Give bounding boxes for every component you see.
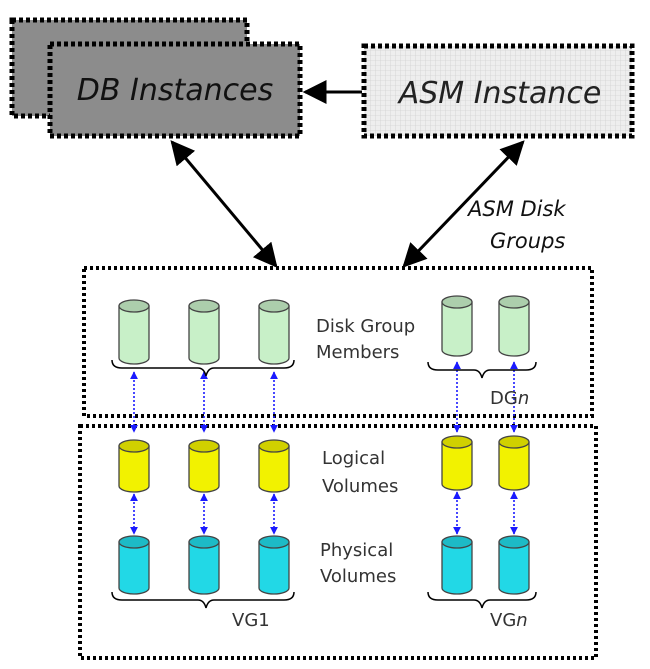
db-instances-label: DB Instances	[77, 73, 273, 108]
asm-disk-groups-label-line2: Groups	[490, 229, 565, 253]
logical-volume-cylinder-1-body	[118, 445, 150, 493]
disk-member-cylinder-3-body	[258, 305, 290, 365]
db-instance-front-box	[47, 41, 303, 139]
logical-volume-cylinder-2	[188, 439, 220, 493]
disk-member-cylinder-1-lid	[118, 299, 150, 313]
physical-volume-cylinder-2-lid	[188, 535, 220, 549]
asm-instance: ASM Instance	[361, 43, 635, 139]
asm-instance-box	[361, 43, 635, 139]
vgn-brace	[427, 591, 537, 609]
dgn-brace	[427, 361, 537, 379]
logical-volumes-label: Logical Volumes	[322, 448, 398, 497]
vgn-label-prefix: VG	[490, 610, 516, 631]
physical-volume-cylinder-2	[188, 535, 220, 595]
disk-member-cylinder-3-lid	[258, 299, 290, 313]
disk-group-members-line2: Members	[316, 342, 399, 363]
physical-volumes-label: Physical Volumes	[320, 540, 399, 587]
disk-group-members-label: Disk Group Members	[316, 316, 421, 363]
disk-member-cylinder-1	[118, 299, 150, 365]
asm-instance-label: ASM Instance	[397, 76, 602, 111]
logical-volume-cylinder-1-lid	[118, 439, 150, 453]
db-instances-stack: DB Instances	[9, 17, 303, 139]
logical-volume-cylinder-2-body	[188, 445, 220, 493]
physical-volume-cylinder-2-body	[188, 541, 220, 595]
disk-member-cylinder-2-lid	[188, 299, 220, 313]
logical-volume-cylinder-3	[258, 439, 290, 493]
disk-member-cylinder-1-body	[118, 305, 150, 365]
physical-volume-cylinder-1-body	[118, 541, 150, 595]
logical-volume-cylinder-5-body	[498, 441, 530, 491]
dgn-label: DGn	[490, 388, 529, 409]
asm-to-disk-groups-arrow	[402, 140, 525, 268]
logical-volume-cylinder-5-lid	[498, 435, 530, 449]
physical-volume-cylinder-5-body	[498, 541, 530, 595]
physical-volumes-line2: Volumes	[320, 566, 396, 587]
logical-volume-cylinder-5	[498, 435, 530, 491]
vg1-label: VG1	[232, 610, 270, 631]
volume-links	[130, 361, 518, 535]
asm-disk-groups-label-line1: ASM Disk	[466, 197, 566, 221]
dgn-label-suffix: n	[518, 388, 529, 409]
disk-member-cylinder-4-lid	[441, 295, 473, 309]
logical-volume-cylinder-3-lid	[258, 439, 290, 453]
physical-volume-cylinder-3-body	[258, 541, 290, 595]
vgn-label: VGn	[490, 610, 528, 631]
volume-group-box	[78, 424, 598, 660]
disk-member-cylinder-5-lid	[498, 295, 530, 309]
physical-volume-cylinder-1	[118, 535, 150, 595]
physical-volume-cylinder-5	[498, 535, 530, 595]
disk-member-cylinder-3	[258, 299, 290, 365]
physical-volume-cylinder-3	[258, 535, 290, 595]
disk-cylinders	[118, 295, 530, 595]
vg1-members-brace	[111, 359, 295, 377]
logical-volumes-line1: Logical	[322, 448, 385, 469]
logical-volume-cylinder-4	[441, 435, 473, 491]
logical-volume-cylinder-4-body	[441, 441, 473, 491]
disk-member-cylinder-5-body	[498, 301, 530, 357]
disk-group-box	[82, 266, 594, 418]
physical-volume-cylinder-4-lid	[441, 535, 473, 549]
logical-volume-cylinder-3-body	[258, 445, 290, 493]
disk-member-cylinder-4	[441, 295, 473, 357]
physical-volumes-line1: Physical	[320, 540, 393, 561]
disk-member-cylinder-2-body	[188, 305, 220, 365]
logical-volume-cylinder-4-lid	[441, 435, 473, 449]
physical-volume-cylinder-4	[441, 535, 473, 595]
dgn-label-prefix: DG	[490, 388, 518, 409]
disk-member-cylinder-2	[188, 299, 220, 365]
disk-group-members-line1: Disk Group	[316, 316, 415, 337]
disk-member-cylinder-4-body	[441, 301, 473, 357]
logical-volume-cylinder-1	[118, 439, 150, 493]
logical-volumes-line2: Volumes	[322, 476, 398, 497]
db-to-disk-groups-arrow	[170, 140, 278, 268]
physical-volume-cylinder-3-lid	[258, 535, 290, 549]
vg1-brace	[111, 591, 295, 609]
physical-volume-cylinder-4-body	[441, 541, 473, 595]
disk-member-cylinder-5	[498, 295, 530, 357]
logical-volume-cylinder-2-lid	[188, 439, 220, 453]
vgn-label-suffix: n	[516, 610, 527, 631]
asm-disk-groups-label: ASM Disk Groups	[466, 197, 572, 253]
physical-volume-cylinder-1-lid	[118, 535, 150, 549]
physical-volume-cylinder-5-lid	[498, 535, 530, 549]
